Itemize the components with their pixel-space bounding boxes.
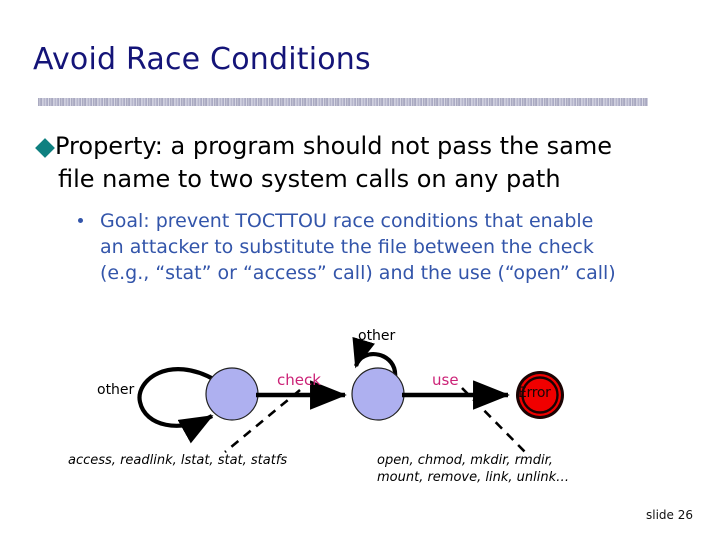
label-check: check xyxy=(277,371,321,389)
title-divider-bar xyxy=(38,98,648,106)
diamond-bullet-icon xyxy=(35,138,55,158)
transition-self-loop-state1 xyxy=(137,367,217,444)
bullet-level2: Goal: prevent TOCTTOU race conditions th… xyxy=(78,208,688,286)
label-other-left: other xyxy=(97,382,135,398)
leader-line-check xyxy=(224,388,301,454)
bullet-level1-line2: file name to two system calls on any pat… xyxy=(58,165,561,193)
label-use: use xyxy=(432,371,459,389)
state-node-1 xyxy=(205,367,259,421)
label-error: Error xyxy=(518,385,551,401)
label-other-top: other xyxy=(358,328,396,344)
bullet-level2-line3: (e.g., “stat” or “access” call) and the … xyxy=(100,262,616,284)
state-node-2 xyxy=(351,367,405,421)
bullet-level2-line2: an attacker to substitute the file betwe… xyxy=(100,236,594,258)
state-machine-diagram xyxy=(0,310,720,510)
round-bullet-icon xyxy=(78,218,83,223)
state-node-error xyxy=(516,371,564,419)
bullet-level2-line1: Goal: prevent TOCTTOU race conditions th… xyxy=(100,210,594,232)
bullet-level1-line1: Property: a program should not pass the … xyxy=(55,132,612,160)
caption-check-calls: access, readlink, lstat, stat, statfs xyxy=(68,453,288,468)
caption-use-calls: open, chmod, mkdir, rmdir, mount, remove… xyxy=(377,453,570,485)
bullet-level1: Property: a program should not pass the … xyxy=(35,130,678,196)
page-title: Avoid Race Conditions xyxy=(33,42,371,77)
slide-number: slide 26 xyxy=(645,508,693,522)
transition-self-loop-state2 xyxy=(352,336,398,379)
